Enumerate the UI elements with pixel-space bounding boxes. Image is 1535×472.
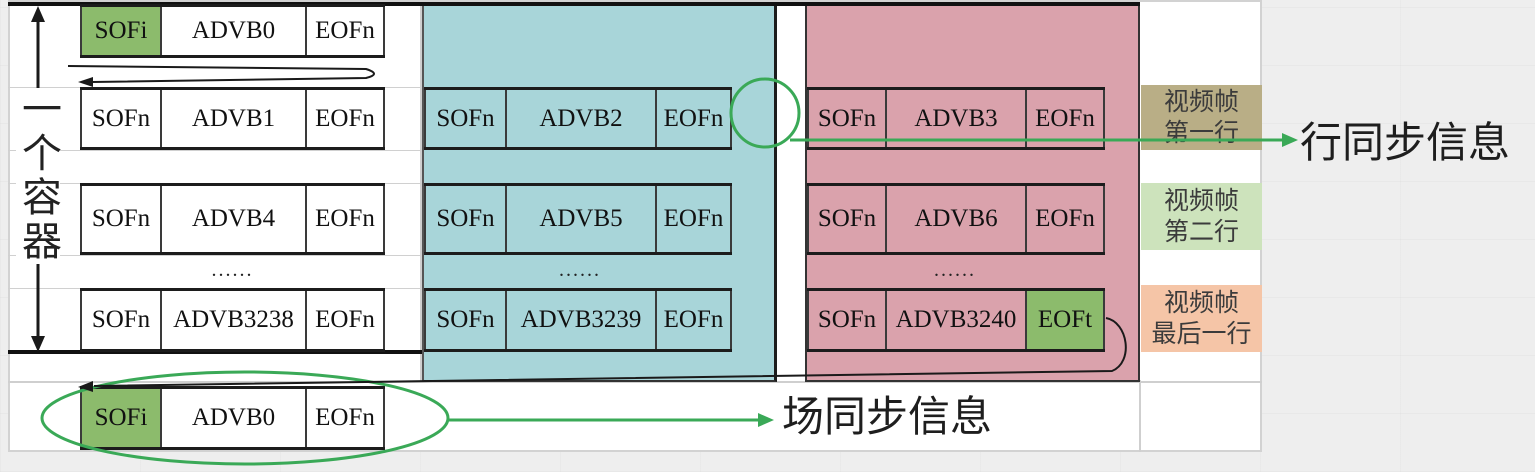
row-guide-line: [8, 150, 422, 151]
sof-block: SOFn: [807, 186, 885, 252]
frame-row: SOFn ADVB1 EOFn: [80, 87, 385, 150]
eof-block: EOFn: [305, 389, 385, 447]
frame-row: SOFn ADVB6 EOFn: [807, 183, 1105, 255]
row-guide-line: [8, 255, 422, 256]
sof-block: SOFi: [80, 389, 160, 447]
arrowhead-right-icon: [1282, 133, 1298, 147]
arrowhead-down-icon: [31, 336, 45, 352]
arrowhead-left-icon: [78, 77, 93, 87]
line-sync-circle: [729, 77, 801, 149]
column-2-region: [422, 4, 777, 382]
row-label-line2: 第一行: [1163, 119, 1239, 147]
container-bottom-divider: [8, 381, 1262, 383]
eof-block: EOFn: [655, 291, 732, 349]
advb-block: ADVB6: [885, 186, 1025, 252]
arrowhead-up-icon: [31, 6, 45, 22]
row-label-line2: 最后一行: [1151, 320, 1252, 348]
eof-block: EOFn: [305, 186, 385, 252]
arrowhead-left-icon: [78, 381, 93, 392]
eof-block: EOFn: [305, 291, 385, 349]
frame-row-first: SOFi ADVB0 EOFn: [80, 4, 385, 58]
sof-block: SOFn: [807, 291, 885, 349]
eof-block: EOFn: [1025, 90, 1105, 147]
frame-row: SOFn ADVB3 EOFn: [807, 87, 1105, 150]
advb-block: ADVB5: [505, 186, 655, 252]
ellipsis-column-2: ......: [559, 259, 601, 281]
sof-block: SOFn: [807, 90, 885, 147]
row-return-arrow: [67, 65, 375, 83]
row-label-second: 视频帧 第二行: [1141, 183, 1262, 250]
row-label-line1: 视频帧: [1163, 187, 1239, 215]
row-label-line1: 视频帧: [1163, 289, 1239, 317]
advb-block: ADVB2: [505, 90, 655, 147]
eof-block: EOFn: [305, 7, 385, 55]
row-label-last: 视频帧 最后一行: [1141, 285, 1262, 352]
frame-row-next: SOFi ADVB0 EOFn: [80, 386, 385, 450]
sof-block: SOFn: [424, 291, 505, 349]
container-bottom-line: [8, 350, 422, 354]
frame-row: SOFn ADVB4 EOFn: [80, 183, 385, 255]
ellipsis-column-3: ......: [934, 259, 976, 281]
eof-block: EOFn: [1025, 186, 1105, 252]
field-sync-label: 场同步信息: [782, 392, 993, 441]
frame-row: SOFn ADVB3239 EOFn: [424, 288, 732, 352]
ellipsis-column-1: ......: [211, 259, 254, 281]
sof-block: SOFn: [80, 291, 160, 349]
frame-row: SOFn ADVB5 EOFn: [424, 183, 732, 255]
frame-row-last: SOFn ADVB3240 EOFt: [807, 288, 1105, 352]
line-sync-label: 行同步信息: [1300, 118, 1511, 167]
arrowhead-right-icon: [758, 413, 774, 427]
right-divider: [1139, 380, 1141, 452]
advb-block: ADVB3: [885, 90, 1025, 147]
field-sync-ellipse: [40, 370, 450, 466]
advb-block: ADVB1: [160, 90, 305, 147]
advb-block: ADVB4: [160, 186, 305, 252]
frame-return-arrow: [93, 317, 1127, 387]
sof-block: SOFi: [80, 7, 160, 55]
eof-block: EOFn: [655, 186, 732, 252]
advb-block: ADVB3239: [505, 291, 655, 349]
advb-block: ADVB3240: [885, 291, 1025, 349]
frame-row: SOFn ADVB3238 EOFn: [80, 288, 385, 352]
eof-frame-end-block: EOFt: [1025, 291, 1105, 349]
row-label-line2: 第二行: [1163, 218, 1239, 246]
column-1-divider: [420, 4, 422, 382]
row-label-line1: 视频帧: [1163, 88, 1239, 116]
sof-block: SOFn: [80, 186, 160, 252]
container-label: 一个容器: [16, 88, 61, 264]
advb-block: ADVB0: [160, 389, 305, 447]
sof-block: SOFn: [424, 186, 505, 252]
sof-block: SOFn: [80, 90, 160, 147]
advb-block: ADVB3238: [160, 291, 305, 349]
sof-block: SOFn: [424, 90, 505, 147]
advb-block: ADVB0: [160, 7, 305, 55]
eof-block: EOFn: [305, 90, 385, 147]
container-top-line: [8, 2, 1140, 6]
